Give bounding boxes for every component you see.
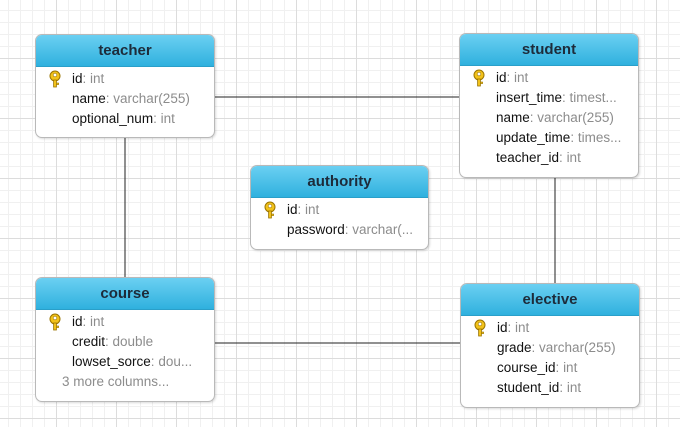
column-row[interactable]: optional_num: int (36, 109, 214, 129)
column-separator: : (105, 334, 113, 349)
column-type: times... (577, 130, 622, 145)
entity-title[interactable]: teacher (36, 35, 214, 67)
column-type: int (563, 360, 578, 375)
column-separator: : (570, 130, 578, 145)
column-type: dou... (158, 354, 193, 369)
column-name: password (287, 222, 345, 237)
column-name: optional_num (72, 111, 154, 126)
column-type: varchar(255) (113, 91, 190, 106)
column-name: course_id (497, 360, 556, 375)
column-type: varchar(255) (539, 340, 616, 355)
key-icon (49, 313, 61, 331)
column-type: timest... (569, 90, 617, 105)
column-name: teacher_id (496, 150, 560, 165)
column-name: id (72, 71, 83, 86)
column-separator: : (297, 202, 306, 217)
column-type: int (566, 380, 582, 395)
column-row[interactable]: credit: double (36, 332, 214, 352)
column-type: int (305, 202, 320, 217)
column-name: id (72, 314, 83, 329)
column-separator: : (529, 110, 538, 125)
column-separator: : (105, 91, 114, 106)
entity-title[interactable]: authority (251, 166, 428, 198)
column-separator: : (559, 150, 567, 165)
column-row[interactable]: id: int (251, 200, 428, 220)
column-row[interactable]: insert_time: timest... (460, 88, 638, 108)
column-row[interactable]: password: varchar(... (251, 220, 428, 240)
column-type: int (514, 70, 529, 85)
key-icon (264, 201, 276, 219)
column-row[interactable]: lowset_sorce: dou... (36, 352, 214, 372)
column-name: student_id (497, 380, 560, 395)
column-separator: : (555, 360, 564, 375)
column-row[interactable]: id: int (36, 69, 214, 89)
column-row[interactable]: teacher_id: int (460, 148, 638, 168)
key-icon (474, 319, 486, 337)
column-type: varchar(255) (537, 110, 614, 125)
column-separator: : (82, 71, 91, 86)
column-name: name (72, 91, 106, 106)
column-type: int (566, 150, 581, 165)
column-row[interactable]: id: int (460, 68, 638, 88)
column-name: update_time (496, 130, 571, 145)
column-row[interactable]: student_id: int (461, 378, 639, 398)
key-icon (473, 69, 485, 87)
column-row[interactable]: name: varchar(255) (36, 89, 214, 109)
column-name: id (497, 320, 508, 335)
column-type: int (515, 320, 530, 335)
column-separator: : (562, 90, 570, 105)
column-type: int (160, 111, 175, 126)
column-name: id (287, 202, 298, 217)
column-row[interactable]: update_time: times... (460, 128, 638, 148)
column-row[interactable]: name: varchar(255) (460, 108, 638, 128)
column-separator: : (507, 320, 516, 335)
column-separator: : (150, 354, 159, 369)
column-separator: : (531, 340, 540, 355)
column-type: int (90, 71, 105, 86)
column-separator: : (82, 314, 91, 329)
column-type: int (90, 314, 105, 329)
column-row[interactable]: course_id: int (461, 358, 639, 378)
column-name: grade (497, 340, 532, 355)
more-columns-link[interactable]: 3 more columns... (62, 374, 170, 389)
column-row[interactable]: id: int (36, 312, 214, 332)
entity-title[interactable]: elective (461, 284, 639, 316)
column-type: varchar(... (352, 222, 414, 237)
entity-title[interactable]: course (36, 278, 214, 310)
column-type: double (112, 334, 154, 349)
column-name: name (496, 110, 530, 125)
column-name: insert_time (496, 90, 563, 105)
column-row[interactable]: id: int (461, 318, 639, 338)
column-name: lowset_sorce (72, 354, 151, 369)
column-separator: : (559, 380, 567, 395)
column-name: credit (72, 334, 106, 349)
column-separator: : (153, 111, 161, 126)
column-name: id (496, 70, 507, 85)
key-icon (49, 70, 61, 88)
column-separator: : (344, 222, 353, 237)
column-separator: : (506, 70, 515, 85)
column-row[interactable]: grade: varchar(255) (461, 338, 639, 358)
entity-title[interactable]: student (460, 34, 638, 66)
